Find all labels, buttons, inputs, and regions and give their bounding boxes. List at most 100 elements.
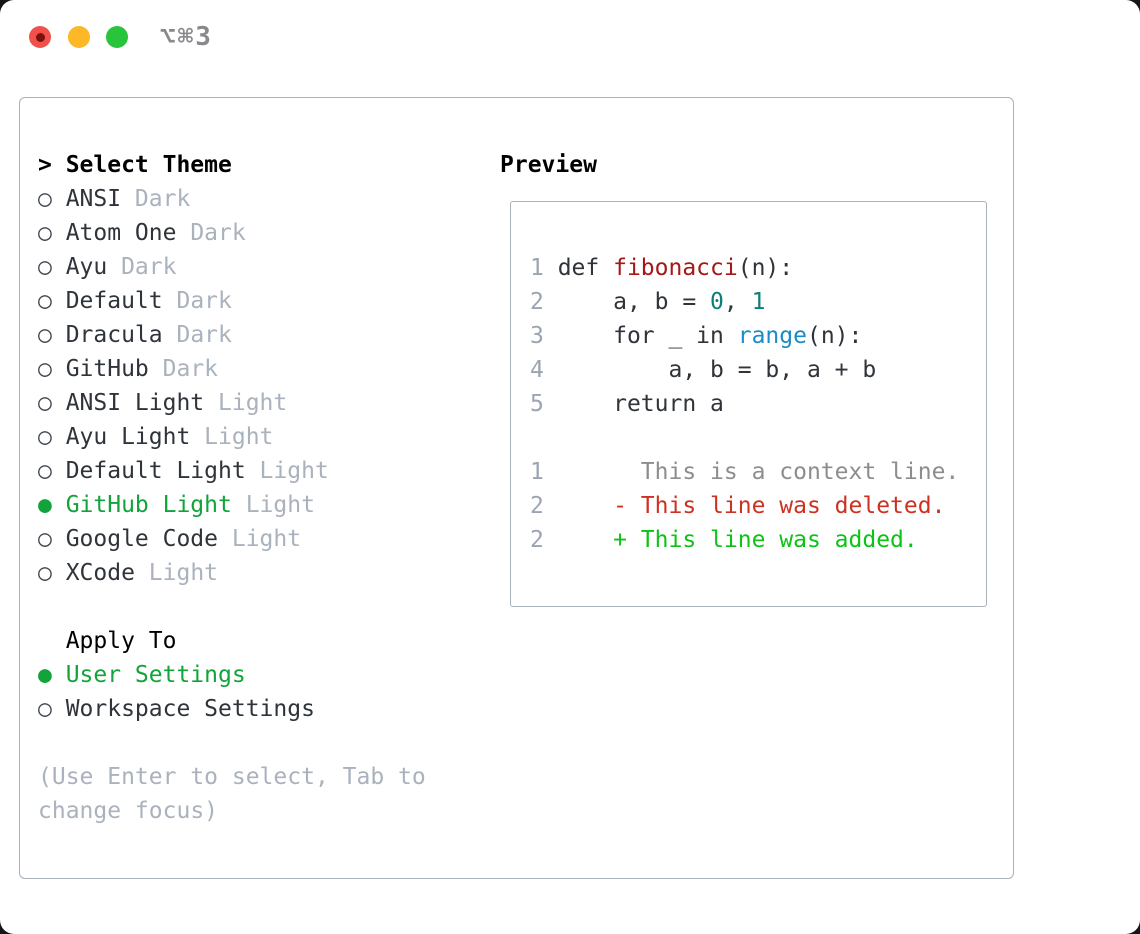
window-title: ⌥⌘3 [160,22,213,52]
prompt-icon: > [38,152,66,178]
theme-option[interactable]: ○ ANSI Light Light [38,386,453,420]
code-segment: 1 [751,289,766,315]
zoom-button[interactable] [106,26,128,48]
code-line: 5 return a [530,387,986,421]
theme-variant-label: Dark [148,356,219,382]
theme-option[interactable]: ○ Google Code Light [38,522,453,556]
radio-unselected-icon: ○ [38,696,66,722]
theme-option[interactable]: ○ Dracula Dark [38,318,453,352]
theme-option[interactable]: ○ XCode Light [38,556,453,590]
line-number: 3 [530,323,558,349]
theme-variant-label: Dark [162,288,232,314]
apply-to-heading-label: Apply To [65,628,177,654]
radio-unselected-icon: ○ [38,288,66,314]
option-label: Default [65,288,163,314]
preview-heading: Preview [500,152,597,178]
option-label: GitHub [65,356,149,382]
radio-unselected-icon: ○ [38,458,66,484]
theme-variant-label: Dark [176,220,246,246]
theme-variant-label: Dark [121,186,191,212]
option-label: User Settings [65,662,246,688]
code-segment: for _ in [557,323,738,349]
theme-option[interactable]: ○ Ayu Dark [38,250,453,284]
theme-option[interactable]: ○ GitHub Dark [38,352,453,386]
line-number: 4 [530,357,558,383]
theme-option[interactable]: ○ Default Light Light [38,454,453,488]
code-line: 2 a, b = 0, 1 [530,285,986,319]
code-line: 2 - This line was deleted. [530,489,986,523]
line-number: 1 [530,459,558,485]
option-label: Ayu Light [65,424,191,450]
radio-unselected-icon: ○ [38,424,66,450]
code-segment: range [737,323,807,349]
code-segment: + This line was added. [557,527,918,553]
radio-selected-icon: ● [38,662,66,688]
minimize-button[interactable] [68,26,90,48]
apply-to-heading: Apply To [38,624,453,658]
radio-unselected-icon: ○ [38,526,66,552]
theme-variant-label: Light [231,492,315,518]
theme-variant-label: Light [134,560,219,586]
code-line: 2 + This line was added. [530,523,986,557]
option-label: ANSI [65,186,122,212]
keyboard-hint: (Use Enter to select, Tab to change focu… [38,764,426,824]
theme-option[interactable]: ○ ANSI Dark [38,182,453,216]
close-button[interactable] [29,26,51,48]
code-segment: This is a context line. [557,459,960,485]
option-label: GitHub Light [65,492,232,518]
theme-variant-label: Dark [107,254,177,280]
radio-unselected-icon: ○ [38,356,66,382]
theme-option[interactable]: ● GitHub Light Light [38,488,453,522]
radio-unselected-icon: ○ [38,254,66,280]
apply-to-option[interactable]: ○ Workspace Settings [38,692,453,726]
code-segment: (n): [806,323,863,349]
theme-variant-label: Light [245,458,329,484]
theme-list-column: > Select Theme ○ ANSI Dark○ Atom One Dar… [38,148,453,828]
code-segment: fibonacci [613,255,738,281]
apply-to-option[interactable]: ● User Settings [38,658,453,692]
theme-list: ○ ANSI Dark○ Atom One Dark○ Ayu Dark○ De… [38,182,453,590]
code-segment: return a [557,391,724,417]
line-number: 2 [530,493,558,519]
radio-unselected-icon: ○ [38,322,66,348]
option-label: Atom One [65,220,177,246]
code-line: 1 def fibonacci(n): [530,251,986,285]
select-theme-heading-label: Select Theme [65,152,232,178]
spacer [38,726,453,760]
close-dot-icon [35,32,45,42]
option-label: Default Light [65,458,246,484]
option-label: Ayu [65,254,108,280]
option-label: Google Code [65,526,219,552]
code-line: 1 This is a context line. [530,455,986,489]
theme-variant-label: Dark [162,322,232,348]
code-segment: a, b = [557,289,711,315]
code-line: 4 a, b = b, a + b [530,353,986,387]
theme-option[interactable]: ○ Atom One Dark [38,216,453,250]
line-number: 2 [530,527,558,553]
option-label: XCode [65,560,135,586]
spacer [38,590,453,624]
theme-option[interactable]: ○ Default Dark [38,284,453,318]
apply-to-list: ● User Settings○ Workspace Settings [38,658,453,726]
theme-variant-label: Light [218,526,302,552]
radio-unselected-icon: ○ [38,390,66,416]
radio-unselected-icon: ○ [38,220,66,246]
preview-code-box: 1 def fibonacci(n):2 a, b = 0, 1 3 for _ … [510,201,987,607]
theme-variant-label: Light [204,390,288,416]
line-number: 2 [530,289,558,315]
code-segment: a, b = b, a + b [557,357,877,383]
option-label: ANSI Light [65,390,205,416]
radio-unselected-icon: ○ [38,186,66,212]
theme-variant-label: Light [190,424,274,450]
code-line [530,421,986,455]
line-number: 1 [530,255,558,281]
code-segment: (n): [737,255,794,281]
code-segment: 0 [710,289,724,315]
code-segment: - This line was deleted. [557,493,946,519]
titlebar: ⌥⌘3 [0,0,1140,75]
theme-option[interactable]: ○ Ayu Light Light [38,420,453,454]
line-number: 5 [530,391,558,417]
option-label: Dracula [65,322,163,348]
option-label: Workspace Settings [65,696,315,722]
